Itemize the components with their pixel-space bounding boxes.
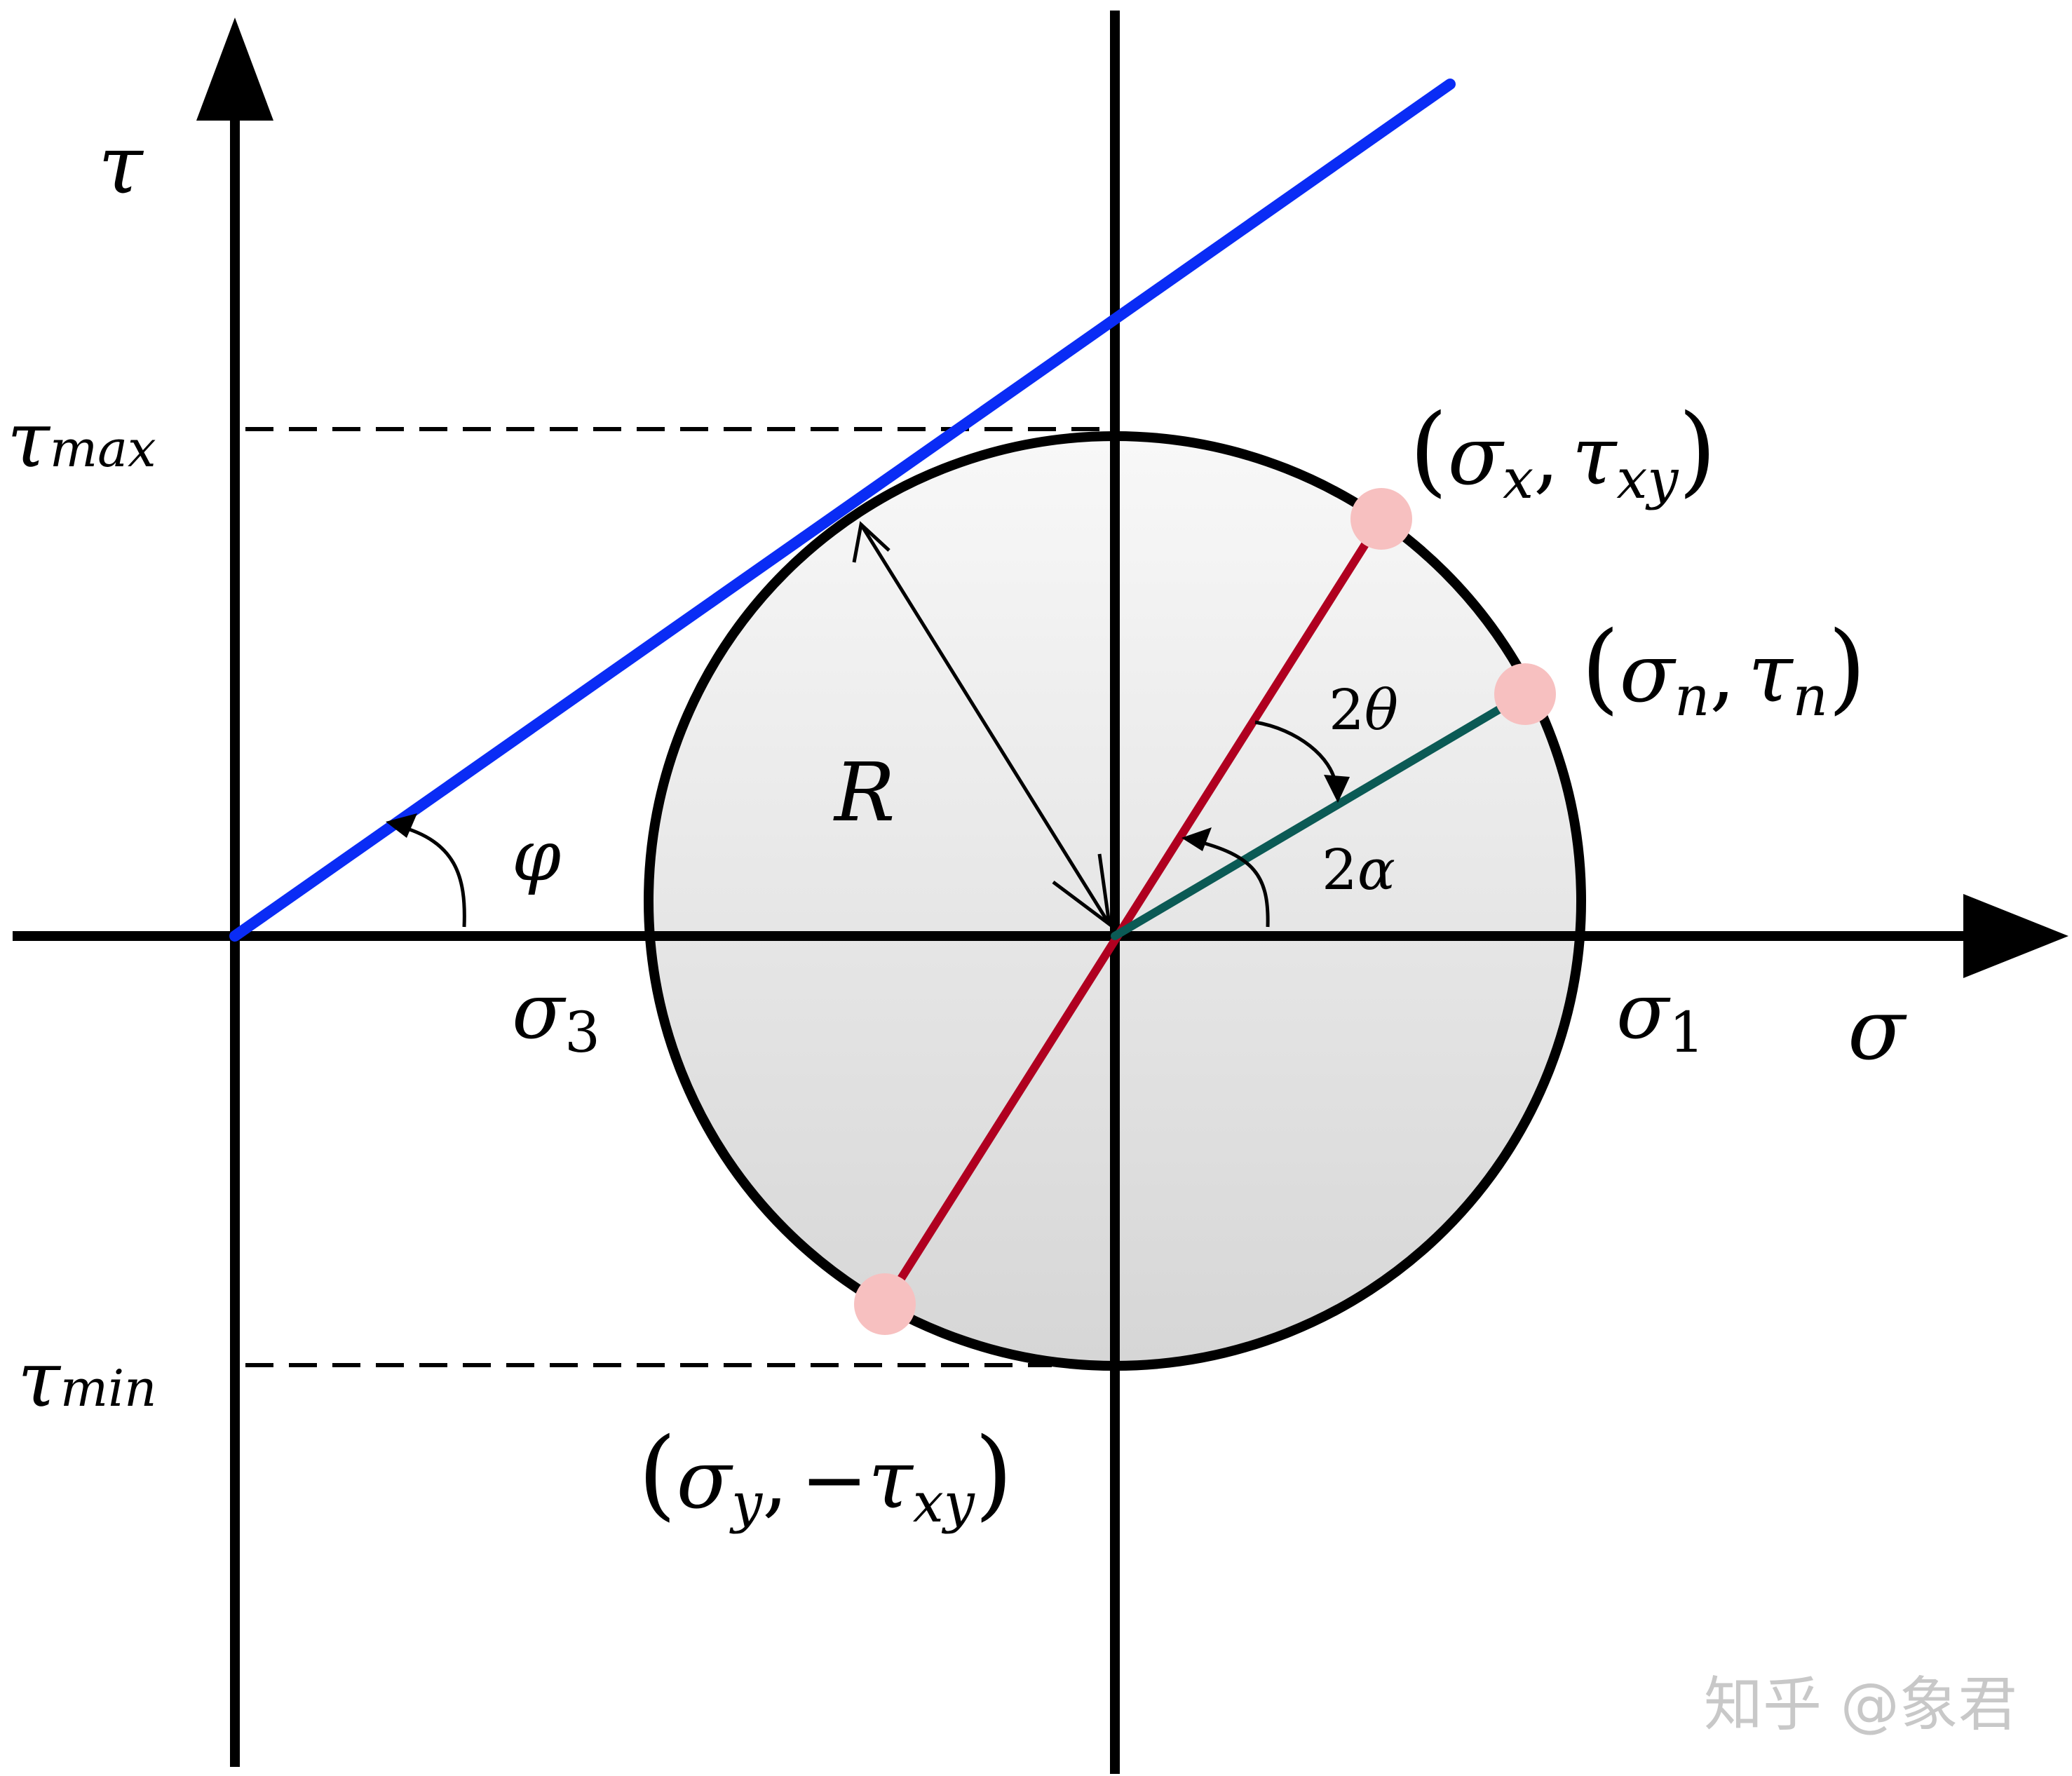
point-n-label: (σn,τn) — [1581, 611, 1866, 728]
two-theta-label: 2θ — [1329, 677, 1398, 743]
diameter-line — [881, 515, 1386, 1308]
phi-angle-arc — [398, 824, 466, 928]
envelope-line — [229, 79, 1456, 942]
phi-label: φ — [512, 815, 561, 897]
sigma-axis-label: σ — [1848, 982, 1907, 1079]
radius-arrowhead-top — [852, 521, 891, 563]
sigma-3-label: σ3 — [512, 966, 600, 1065]
tau-axis-label: τ — [98, 118, 144, 212]
radius-arrow-line — [859, 523, 1111, 926]
tau-min-label: τmin — [18, 1334, 157, 1424]
sigma-axis-arrowhead — [1963, 894, 2068, 978]
tau-axis-arrowhead — [196, 18, 273, 121]
watermark: 知乎 @象君 — [1704, 1670, 2017, 1739]
normal-stress-line — [1111, 690, 1529, 940]
two-alpha-angle-arc — [1191, 838, 1270, 928]
radius-label: R — [833, 746, 895, 840]
point-x-label: (σx,τxy) — [1409, 393, 1716, 511]
phi-arc-arrowhead — [386, 813, 417, 838]
radius-arrowhead-bottom — [1052, 853, 1112, 928]
point-sigma-n-tau-n — [1494, 663, 1556, 725]
two-theta-arc-arrowhead — [1324, 775, 1350, 803]
tau-max-label: τmax — [7, 395, 156, 484]
two-alpha-label: 2α — [1322, 837, 1395, 902]
point-y-label: (σy,−τxy) — [638, 1417, 1013, 1535]
point-sigma-x-tau-xy — [1350, 488, 1412, 550]
two-alpha-arc-arrowhead — [1181, 827, 1212, 851]
sigma-1-label: σ1 — [1616, 966, 1705, 1065]
point-sigma-y-neg-tau-xy — [854, 1273, 916, 1335]
